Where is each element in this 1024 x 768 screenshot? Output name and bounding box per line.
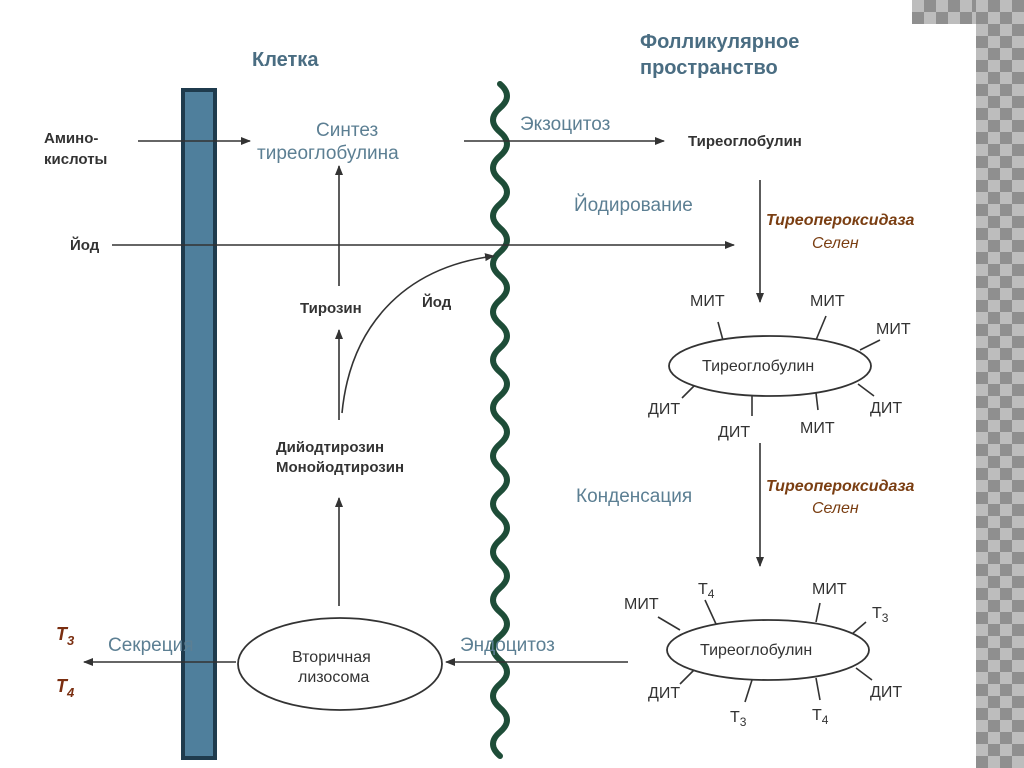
thyroglobulin-iodinated: Тиреоглобулин МИТ МИТ МИТ ДИТ МИТ ДИТ ДИ… — [648, 293, 911, 441]
dit-label: ДИТ — [648, 685, 680, 702]
dit-label: ДИТ — [648, 401, 680, 418]
label-thyroglobulin-2: Тиреоглобулин — [700, 642, 812, 659]
decorative-pattern-strip — [976, 0, 1024, 768]
label-tyrosine: Тирозин — [300, 300, 362, 317]
label-enzyme-1: Тиреопероксидаза — [766, 212, 915, 229]
arrow-iodine-recycle-curve — [341, 253, 495, 414]
label-thyroglobulin-1: Тиреоглобулин — [702, 358, 814, 375]
t3-label: T3 — [872, 605, 889, 625]
label-monoiodotyrosine: Монойодтирозин — [276, 459, 404, 476]
decorative-pattern-top — [912, 0, 976, 24]
apical-membrane-wave — [490, 81, 510, 759]
label-endocytosis: Эндоцитоз — [460, 635, 555, 656]
cell-membrane-bar — [181, 88, 217, 760]
label-secretion: Секреция — [108, 635, 194, 656]
t3-label: T3 — [730, 709, 747, 729]
label-iodine-in: Йод — [70, 236, 100, 254]
dit-label: ДИТ — [718, 424, 750, 441]
header-cell: Клетка — [252, 49, 319, 71]
mit-label: МИТ — [624, 596, 659, 613]
mit-label: МИТ — [876, 321, 911, 338]
label-amino-line2: кислоты — [44, 151, 107, 168]
mit-label: МИТ — [812, 581, 847, 598]
label-synthesis-line2: тиреоглобулина — [257, 143, 399, 164]
label-amino-line1: Амино- — [44, 130, 98, 147]
dit-label: ДИТ — [870, 400, 902, 417]
label-lysosome-line1: Вторичная — [292, 649, 371, 666]
label-lysosome-line2: лизосома — [298, 669, 369, 686]
header-follicular-line2: пространство — [640, 57, 778, 79]
label-diiodotyrosine: Дийодтирозин — [276, 439, 384, 456]
label-selenium-1: Селен — [812, 235, 859, 252]
label-exocytosis: Экзоцитоз — [520, 114, 610, 135]
label-synthesis-line1: Синтез — [316, 120, 378, 141]
secondary-lysosome — [237, 617, 443, 711]
label-thyroglobulin-top: Тиреоглобулин — [688, 133, 802, 150]
label-iodine-recycle: Йод — [422, 293, 452, 311]
label-enzyme-2: Тиреопероксидаза — [766, 478, 915, 495]
label-condensation: Конденсация — [576, 486, 692, 507]
thyroglobulin-condensed: Тиреоглобулин МИТ T4 МИТ T3 ДИТ T4 T3 ДИ… — [624, 581, 902, 729]
output-t3: T3 — [56, 624, 75, 648]
label-selenium-2: Селен — [812, 500, 859, 517]
dit-label: ДИТ — [870, 684, 902, 701]
t4-label: T4 — [812, 707, 829, 727]
label-iodination: Йодирование — [574, 194, 693, 216]
mit-label: МИТ — [800, 420, 835, 437]
mit-label: МИТ — [690, 293, 725, 310]
header-follicular-line1: Фолликулярное — [640, 31, 799, 53]
t4-label: T4 — [698, 581, 715, 601]
mit-label: МИТ — [810, 293, 845, 310]
output-t4: T4 — [56, 676, 75, 700]
